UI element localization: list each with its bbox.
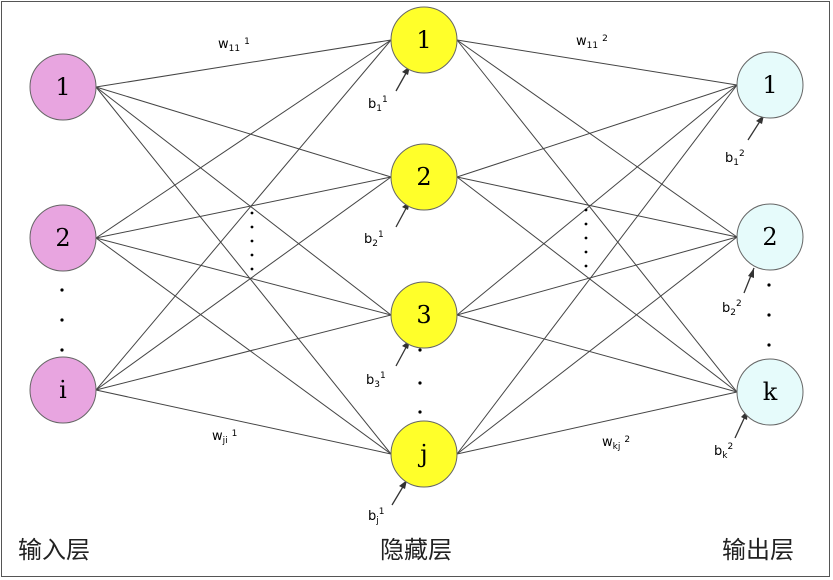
output-node-k-label: k: [763, 378, 778, 406]
hidden-output-edge-1-0: [456, 84, 738, 178]
input-node-i: i: [29, 356, 97, 424]
hidden-output-edge-0-2: [456, 39, 738, 393]
hidden-node-3: 3: [390, 281, 458, 349]
bias-label-b3-1: b31: [366, 371, 386, 390]
input-hidden-edge-0-3: [95, 86, 392, 455]
hidden-node-1: 1: [390, 6, 458, 74]
input-node-2: 2: [29, 204, 97, 272]
input-layer-label: 输入层: [18, 536, 90, 564]
hidden-output-edge-2-1: [456, 236, 738, 316]
output-node-1: 1: [736, 51, 804, 119]
input-node-2-label: 2: [55, 224, 70, 252]
hidden-output-edge-3-1: [456, 236, 738, 455]
hidden-output-edge-1-2: [456, 176, 738, 393]
weight-label-w11-2: w112: [576, 34, 608, 51]
input-hidden-edge-1-1: [95, 176, 392, 239]
hidden-output-edge-0-0: [456, 39, 738, 86]
hidden-layer-label: 隐藏层: [380, 536, 452, 564]
weight-label-wkj-2: wkj2: [602, 435, 630, 452]
input-hidden-edge-0-1: [95, 86, 392, 178]
ellipsis-dots: [60, 208, 771, 414]
output-node-1-label: 1: [762, 71, 777, 99]
weight-label-wji-1: wji1: [212, 429, 237, 446]
bias-label-bk-2: bk2: [714, 442, 733, 461]
bias-label-b1-1: b11: [368, 95, 388, 114]
hidden-output-edge-0-1: [456, 39, 738, 238]
input-hidden-edge-1-2: [95, 237, 392, 316]
hidden-node-2-label: 2: [416, 163, 431, 191]
input-hidden-edge-2-3: [95, 389, 392, 455]
hidden-node-1-label: 1: [416, 26, 431, 54]
input-node-1: 1: [29, 53, 97, 121]
input-hidden-edge-0-2: [95, 86, 392, 316]
hidden-output-edge-3-2: [456, 391, 738, 455]
nodes: 1 2 i 1 2 3 j 1: [29, 6, 804, 488]
input-hidden-edge-1-3: [95, 237, 392, 455]
bias-label-bj-1: bj1: [368, 507, 385, 526]
hidden-node-2: 2: [390, 143, 458, 211]
hidden-output-edge-2-0: [456, 84, 738, 316]
input-hidden-edge-0-0: [95, 39, 392, 88]
hidden-output-edge-3-0: [456, 84, 738, 455]
bias-label-b2-1: b21: [364, 230, 384, 249]
bias-arrowheads: [399, 66, 764, 489]
input-node-i-label: i: [59, 376, 67, 404]
input-hidden-edge-1-0: [95, 39, 392, 239]
input-hidden-edge-2-0: [95, 39, 392, 391]
input-hidden-edge-2-2: [95, 314, 392, 391]
bias-label-b1-2: b12: [725, 149, 745, 168]
weight-label-w11-1: w111: [218, 37, 250, 54]
input-node-1-label: 1: [55, 73, 70, 101]
output-node-k: k: [736, 358, 804, 426]
output-node-2: 2: [736, 203, 804, 271]
hidden-node-j-label: j: [417, 440, 427, 468]
hidden-node-3-label: 3: [416, 301, 431, 329]
output-layer-label: 输出层: [722, 536, 794, 564]
input-hidden-edge-2-1: [95, 176, 392, 391]
connection-lines: [95, 39, 738, 455]
hidden-output-edge-2-2: [456, 314, 738, 393]
output-node-2-label: 2: [762, 223, 777, 251]
hidden-output-edge-1-1: [456, 176, 738, 238]
hidden-node-j: j: [390, 420, 458, 488]
bias-label-b2-2: b22: [722, 299, 742, 318]
